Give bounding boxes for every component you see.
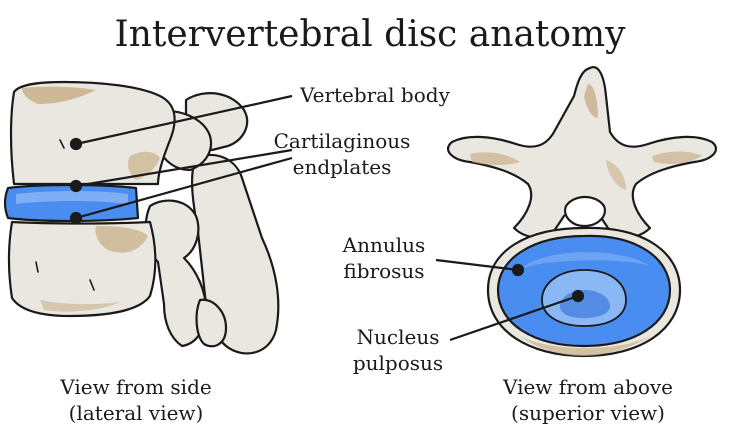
label-nucleus: Nucleus (357, 325, 440, 349)
arch-shade-4 (606, 160, 626, 190)
lower-body-shade (95, 226, 148, 253)
vertebral-foramen (564, 195, 606, 228)
superior-leaders (435, 258, 585, 342)
arch-shade-1 (584, 84, 598, 118)
lower-body-shade-2 (40, 300, 120, 312)
label-annulus: Annulus (342, 233, 426, 257)
lateral-disc-highlight (16, 191, 128, 204)
arch-shade-2 (470, 152, 520, 165)
superior-view-illustration (446, 66, 718, 358)
label-endplates: endplates (293, 155, 392, 179)
lateral-leaders (69, 94, 293, 225)
caption-above-line1: View from above (502, 375, 673, 399)
caption-above-line2: (superior view) (511, 401, 665, 425)
caption-side-line1: View from side (59, 375, 211, 399)
lateral-view-illustration (3, 80, 280, 355)
annulus-highlight (520, 252, 650, 270)
caption-side-line2: (lateral view) (69, 401, 204, 425)
upper-body-shade-2 (128, 151, 160, 180)
arch-shade-3 (652, 151, 702, 164)
label-fibrosus: fibrosus (343, 259, 424, 283)
diagram-title: Intervertebral disc anatomy (114, 14, 626, 55)
label-cartilaginous: Cartilaginous (274, 129, 411, 153)
rim-shade (520, 336, 650, 356)
label-vertebral-body: Vertebral body (299, 83, 451, 107)
upper-body-shade (22, 86, 96, 104)
label-pulposus: pulposus (353, 351, 443, 375)
